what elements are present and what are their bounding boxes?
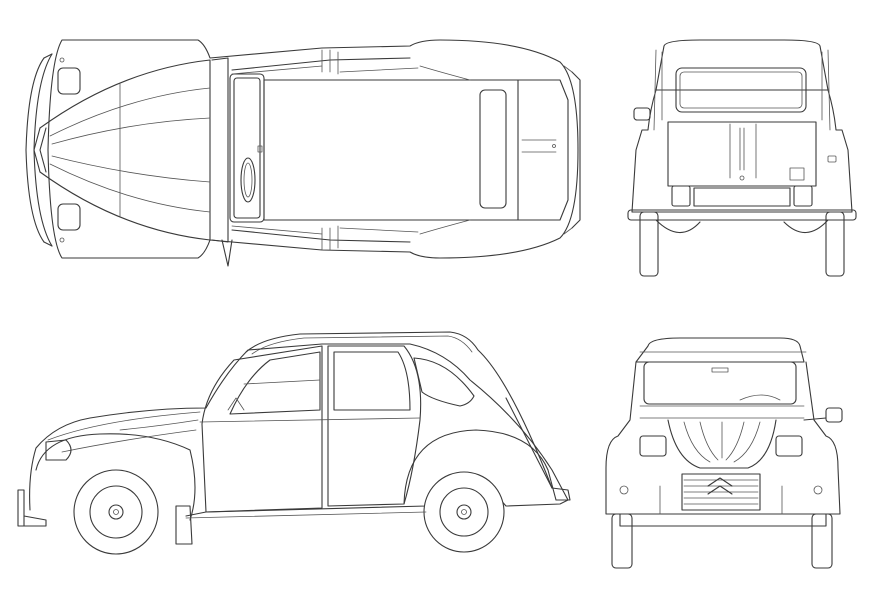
rear-plate (693, 187, 791, 207)
rear-light-right (793, 185, 813, 207)
side-headlight (45, 439, 72, 461)
front-roof (635, 337, 805, 363)
front-windshield (643, 361, 797, 405)
front-mirror (825, 407, 843, 423)
rear-wheel-left (639, 211, 659, 277)
side-front-bumper (17, 489, 25, 527)
rear-mirror (633, 107, 651, 121)
side-rear-window (333, 351, 411, 411)
top-grille (33, 127, 47, 173)
rear-trunk-lid (667, 121, 817, 187)
top-front-bumper (25, 57, 45, 243)
front-body-outline (605, 361, 841, 515)
side-rear-fender (403, 429, 557, 505)
top-body-outline (47, 39, 579, 259)
front-bonnet (667, 419, 777, 469)
side-roof (245, 331, 553, 489)
front-grille (681, 473, 761, 511)
front-view (605, 337, 843, 569)
rear-body-outline (631, 89, 853, 213)
rear-light-left (671, 185, 691, 207)
front-chevron-logo (707, 477, 733, 495)
front-wheel-right (811, 513, 833, 569)
side-view (17, 331, 571, 555)
side-front-window (229, 351, 321, 415)
top-mirror (221, 239, 233, 267)
front-wheel-left (611, 513, 633, 569)
rear-window (675, 67, 807, 113)
front-headlight-left (639, 435, 667, 457)
top-bonnet-outline (39, 59, 211, 241)
top-rear-bumper (571, 71, 581, 229)
rear-view (627, 39, 857, 277)
top-windshield (211, 57, 229, 243)
rear-wheel-right (825, 211, 845, 277)
front-headlight-right (775, 435, 803, 457)
side-rear-door (327, 345, 422, 507)
side-wheel-front (73, 469, 159, 555)
rear-roof (655, 39, 829, 91)
top-headlight-left (57, 67, 81, 95)
side-wheel-rear (423, 471, 505, 553)
top-headlight-right (57, 203, 81, 231)
front-bumper (619, 513, 827, 527)
rear-bumper (627, 209, 857, 221)
side-front-fender (35, 433, 196, 521)
top-view (25, 39, 581, 267)
side-front-door (201, 345, 323, 513)
side-quarter-window (413, 357, 475, 407)
